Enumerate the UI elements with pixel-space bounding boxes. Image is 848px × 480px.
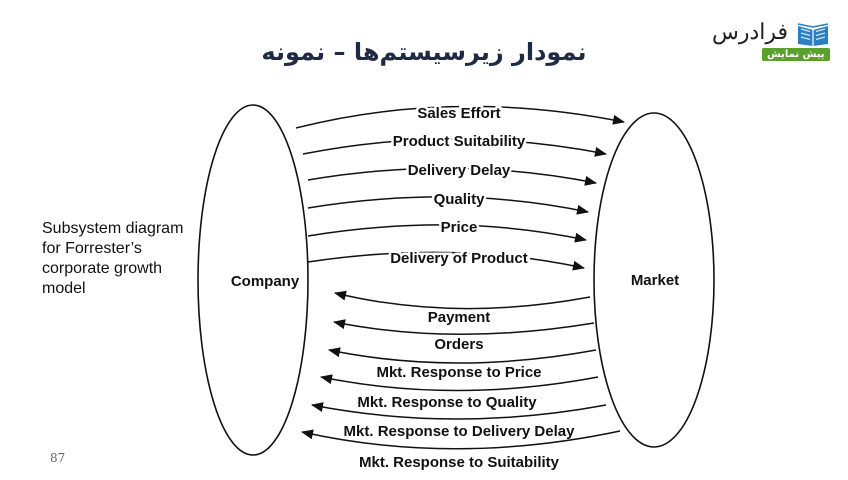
flow-label-to-market-4: Quality: [434, 191, 486, 208]
flow-arrow-to-market-5: [307, 224, 587, 243]
flow-arrow-to-market-2: [302, 138, 607, 157]
slide-title: نمودار زیرسیستم‌ها – نمونه: [261, 38, 587, 66]
flow-label-to-company-2: Orders: [434, 336, 483, 353]
flow-label-to-market-6: Delivery of Product: [390, 250, 528, 267]
brand-logo: فرادرس پیش نمایش: [708, 18, 832, 66]
flow-label-to-market-1: Sales Effort: [417, 105, 500, 122]
market-node: [593, 112, 715, 448]
flow-arrow-to-market-3: [307, 167, 597, 186]
flow-label-to-company-6: Mkt. Response to Suitability: [359, 454, 560, 471]
flow-arrow-to-market-6: [307, 251, 585, 271]
flow-arrow-to-market-4: [307, 196, 589, 215]
flow-label-to-company-4: Mkt. Response to Quality: [357, 394, 537, 411]
flow-label-to-market-2: Product Suitability: [393, 133, 526, 150]
flow-arrow-to-company-1: [334, 290, 591, 310]
flow-arrow-to-company-6: [301, 429, 621, 450]
flow-arrow-to-company-5: [311, 402, 607, 420]
flow-arrow-to-market-1: [295, 105, 625, 129]
market-label: Market: [631, 272, 679, 289]
flow-label-to-company-1: Payment: [428, 309, 491, 326]
flow-arrow-to-company-3: [328, 347, 597, 364]
logo-wordmark: فرادرس: [712, 20, 789, 45]
logo-preview-tag: پیش نمایش: [762, 48, 830, 61]
flow-label-to-company-5: Mkt. Response to Delivery Delay: [344, 423, 576, 440]
company-node: [197, 104, 309, 456]
flow-label-to-market-3: Delivery Delay: [408, 162, 511, 179]
page-number: 87: [50, 451, 66, 465]
flow-arrow-to-company-2: [333, 319, 595, 335]
book-icon: [797, 23, 829, 46]
flow-label-to-company-3: Mkt. Response to Price: [376, 364, 541, 381]
diagram-caption: Subsystem diagram for Forrester’s corpor…: [42, 220, 184, 297]
company-label: Company: [231, 273, 300, 290]
flow-arrow-to-company-4: [320, 374, 599, 392]
flow-label-to-market-5: Price: [441, 219, 478, 236]
